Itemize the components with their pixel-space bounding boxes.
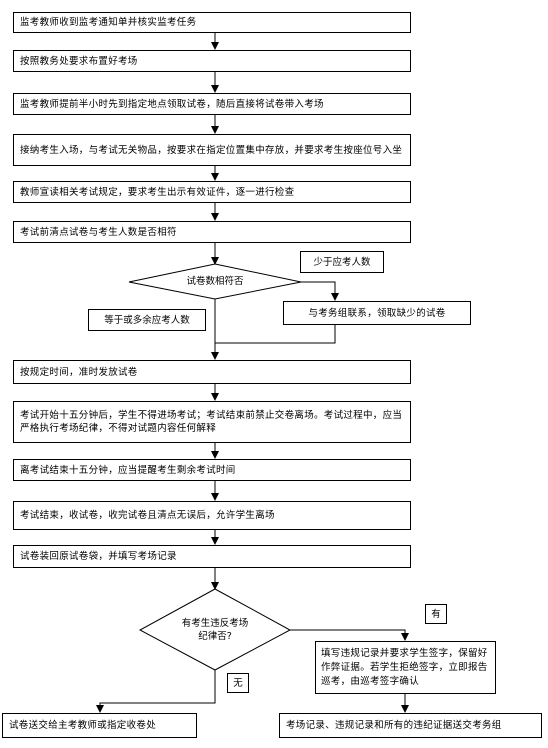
- step-collect-answers: 考试结束，收试卷，收完试卷且清点无误后，允许学生离场: [13, 501, 411, 530]
- step-exam-discipline-text: 考试开始十五分钟后，学生不得进场考试；考试结束前禁止交卷离场。考试过程中，应当严…: [20, 410, 403, 434]
- step-verify-task-text: 监考教师收到监考通知单并核实监考任务: [20, 17, 197, 28]
- decision-violation: [138, 588, 292, 671]
- step-time-reminder-text: 离考试结束十五分钟，应当提醒考生剩余考试时间: [20, 464, 236, 476]
- label-no-text: 无: [233, 677, 243, 689]
- step-exam-discipline: 考试开始十五分钟后，学生不得进场考试；考试结束前禁止交卷离场。考试过程中，应当严…: [13, 401, 411, 443]
- step-record-violation-text: 填写违规记录并要求学生签字，保留好作弊证据。若学生拒绝签字，立即报告巡考，由巡考…: [321, 647, 488, 687]
- step-verify-task: 监考教师收到监考通知单并核实监考任务: [13, 12, 411, 33]
- step-arrange-room: 按照教务处要求布置好考场: [13, 50, 411, 72]
- step-admit-students: 接纳考生入场，与考试无关物品，按要求在指定位置集中存放，并要求考生按座位号入坐: [13, 134, 411, 166]
- decision-paper-count-label: 试卷数相符否: [186, 276, 244, 287]
- label-equal-text: 等于或多余应考人数: [104, 314, 190, 326]
- step-read-rules: 教师宣读相关考试规定，要求考生出示有效证件，逐一进行检查: [13, 181, 411, 203]
- step-admit-students-text: 接纳考生入场，与考试无关物品，按要求在指定位置集中存放，并要求考生按座位号入坐: [20, 144, 403, 156]
- step-time-reminder: 离考试结束十五分钟，应当提醒考生剩余考试时间: [13, 459, 411, 481]
- arrow-contact-return: [215, 325, 336, 344]
- label-fewer-text: 少于应考人数: [313, 256, 371, 268]
- step-count-papers: 考试前清点试卷与考生人数是否相符: [13, 221, 411, 243]
- step-arrange-room-text: 按照教务处要求布置好考场: [20, 55, 138, 67]
- label-equal-or-more: 等于或多余应考人数: [88, 309, 206, 331]
- arrow-d1-contact: [301, 281, 339, 301]
- end-submit-text: 试卷送交给主考教师或指定收卷处: [9, 720, 157, 731]
- end-office-text: 考场记录、违规记录和所有的违纪证据送交考务组: [286, 720, 502, 731]
- step-distribute-papers: 按规定时间，准时发放试卷: [13, 360, 411, 384]
- label-no: 无: [227, 673, 249, 693]
- step-collect-papers: 监考教师提前半小时先到指定地点领取试卷，随后直接将试卷带入考场: [13, 93, 411, 115]
- end-submit-to-chief: 试卷送交给主考教师或指定收卷处: [2, 713, 197, 738]
- label-yes: 有: [425, 604, 447, 624]
- step-count-papers-text: 考试前清点试卷与考生人数是否相符: [20, 226, 177, 238]
- end-submit-to-office: 考场记录、违规记录和所有的违纪证据送交考务组: [279, 713, 542, 738]
- step-distribute-text: 按规定时间，准时发放试卷: [20, 366, 138, 378]
- step-collect-papers-text: 监考教师提前半小时先到指定地点领取试卷，随后直接将试卷带入考场: [20, 98, 324, 110]
- step-seal-papers-text: 试卷装回原试卷袋，并填写考场记录: [20, 551, 177, 562]
- step-contact-exam-office: 与考务组联系，领取缺少的试卷: [283, 301, 471, 325]
- arrow-d2-violation: [290, 629, 409, 641]
- step-record-violation: 填写违规记录并要求学生签字，保留好作弊证据。若学生拒绝签字，立即报告巡考，由巡考…: [315, 641, 496, 694]
- label-yes-text: 有: [431, 608, 441, 620]
- step-collect-answers-text: 考试结束，收试卷，收完试卷且清点无误后，允许学生离场: [20, 510, 275, 521]
- decision-violation-label: 有考生违反考场纪律否?: [181, 618, 249, 642]
- label-fewer-than-expected: 少于应考人数: [300, 251, 384, 273]
- arrow-d2-end1: [96, 670, 216, 713]
- step-contact-text: 与考务组联系，领取缺少的试卷: [308, 307, 446, 319]
- decision-paper-count: [128, 263, 302, 300]
- step-seal-papers: 试卷装回原试卷袋，并填写考场记录: [13, 545, 411, 568]
- step-read-rules-text: 教师宣读相关考试规定，要求考生出示有效证件，逐一进行检查: [20, 186, 295, 198]
